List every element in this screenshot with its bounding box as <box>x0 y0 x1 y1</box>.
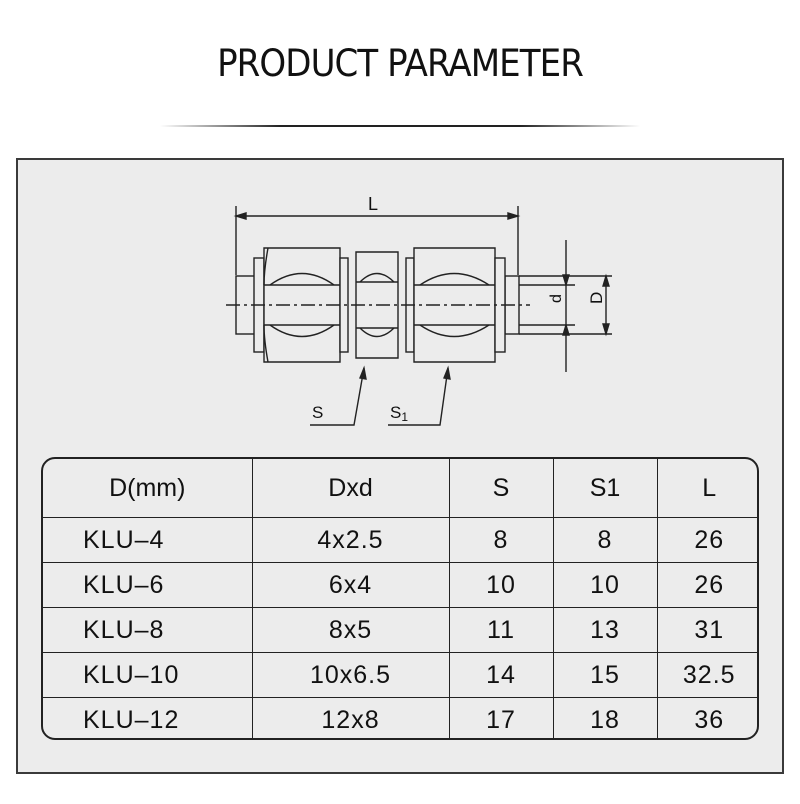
cell-l: 26 <box>656 562 757 608</box>
cell-model: KLU–8 <box>43 607 253 653</box>
table-header-row: D(mm) Dxd S S1 L <box>43 459 757 518</box>
table-row: KLU–6 6x4 10 10 26 <box>43 562 757 608</box>
cell-l: 31 <box>656 607 757 653</box>
cell-l: 26 <box>656 517 757 563</box>
page-title: PRODUCT PARAMETER <box>217 42 584 85</box>
table-row: KLU–4 4x2.5 8 8 26 <box>43 517 757 563</box>
cell-model: KLU–12 <box>43 697 253 738</box>
header-model: D(mm) <box>43 459 253 518</box>
dim-label-l: L <box>368 194 378 214</box>
dim-label-s1-main: S <box>390 403 401 422</box>
header-dxd: Dxd <box>251 459 450 518</box>
cell-l: 32.5 <box>656 652 757 698</box>
dim-label-d: d <box>548 294 565 303</box>
header-l: L <box>656 459 757 518</box>
cell-dxd: 8x5 <box>251 607 450 653</box>
cell-s: 8 <box>448 517 554 563</box>
table-row: KLU–8 8x5 11 13 31 <box>43 607 757 653</box>
header-s: S <box>448 459 554 518</box>
table-row: KLU–12 12x8 17 18 36 <box>43 697 757 738</box>
cell-s1: 13 <box>552 607 658 653</box>
parameter-table-container: D(mm) Dxd S S1 L KLU–4 4x2.5 8 8 26 KLU–… <box>41 457 759 740</box>
cell-s: 17 <box>448 697 554 738</box>
cell-model: KLU–4 <box>43 517 253 563</box>
cell-s: 10 <box>448 562 554 608</box>
cell-s: 14 <box>448 652 554 698</box>
cell-dxd: 10x6.5 <box>251 652 450 698</box>
cell-model: KLU–6 <box>43 562 253 608</box>
cell-s1: 18 <box>552 697 658 738</box>
cell-model: KLU–10 <box>43 652 253 698</box>
cell-s1: 10 <box>552 562 658 608</box>
fitting-drawing: L d D S S1 <box>226 194 612 426</box>
header-s1: S1 <box>552 459 658 518</box>
cell-s1: 8 <box>552 517 658 563</box>
dim-label-s1: S1 <box>390 403 408 424</box>
dim-label-s1-sub: 1 <box>401 410 408 424</box>
cell-dxd: 6x4 <box>251 562 450 608</box>
dim-label-big-d: D <box>587 292 606 304</box>
parameter-table: D(mm) Dxd S S1 L KLU–4 4x2.5 8 8 26 KLU–… <box>43 459 757 738</box>
cell-s1: 15 <box>552 652 658 698</box>
cell-dxd: 4x2.5 <box>251 517 450 563</box>
cell-l: 36 <box>656 697 757 738</box>
cell-s: 11 <box>448 607 554 653</box>
dim-label-s: S <box>312 403 323 422</box>
cell-dxd: 12x8 <box>251 697 450 738</box>
table-row: KLU–10 10x6.5 14 15 32.5 <box>43 652 757 698</box>
title-divider <box>160 125 640 127</box>
